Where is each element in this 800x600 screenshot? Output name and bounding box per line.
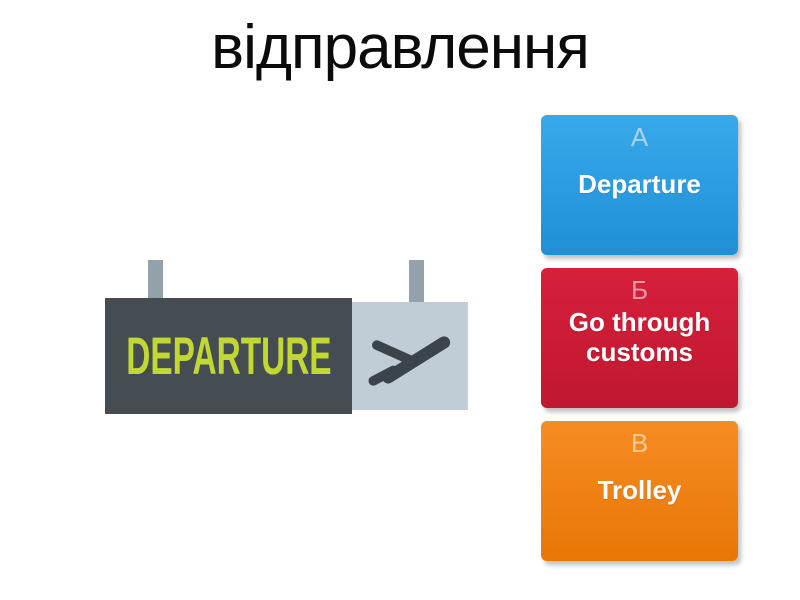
departure-sign-board: DEPARTURE <box>105 298 352 414</box>
sign-plane-panel <box>352 302 468 410</box>
airplane-takeoff-icon <box>368 336 451 386</box>
answer-button-b[interactable]: Б Go through customs <box>541 268 738 408</box>
answer-letter-a: А <box>630 122 649 152</box>
answer-list: А Departure Б Go through customs В Troll… <box>541 115 738 561</box>
answer-label-a: Departure <box>578 169 701 200</box>
question-title: відправлення <box>211 13 590 82</box>
answer-label-b: Go through customs <box>568 307 711 367</box>
answer-button-a[interactable]: А Departure <box>541 115 738 255</box>
answer-letter-b: Б <box>630 275 649 305</box>
answer-letter-v: В <box>630 428 649 458</box>
sign-post-right <box>409 260 424 303</box>
answer-button-v[interactable]: В Trolley <box>541 421 738 561</box>
question-image: DEPARTURE <box>105 260 468 416</box>
departure-sign-text: DEPARTURE <box>125 326 332 386</box>
answer-label-v: Trolley <box>597 475 682 506</box>
sign-post-left <box>148 260 163 303</box>
airplane-takeoff-strokes <box>368 336 451 386</box>
